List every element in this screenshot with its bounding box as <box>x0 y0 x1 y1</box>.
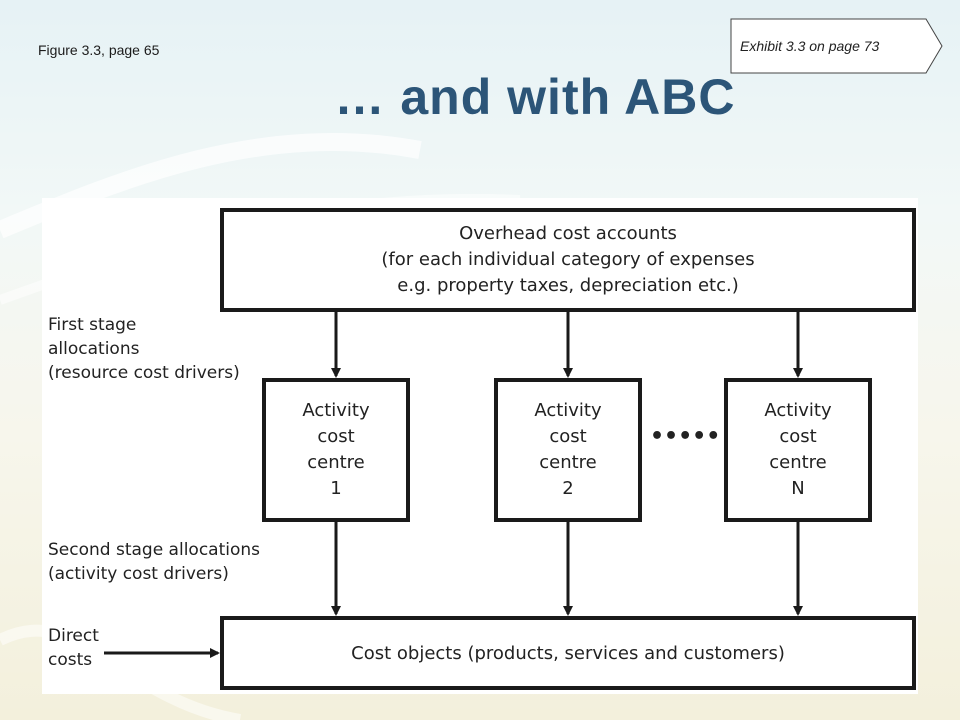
activity-label: centre <box>769 452 827 473</box>
activity-cost-centre-1: Activity cost centre 1 <box>262 378 410 522</box>
activity-cost-centre-n: Activity cost centre N <box>724 378 872 522</box>
activity-number: N <box>791 478 805 499</box>
first-stage-label: First stage allocations (resource cost d… <box>48 313 240 385</box>
exhibit-reference-text: Exhibit 3.3 on page 73 <box>740 38 880 54</box>
activity-label: cost <box>779 426 817 447</box>
overhead-line-3: e.g. property taxes, depreciation etc.) <box>397 275 739 296</box>
abc-diagram: Overhead cost accounts (for each individ… <box>42 198 918 694</box>
ellipsis-dots: ••••• <box>650 424 721 449</box>
second-stage-line-2: (activity cost drivers) <box>48 564 229 584</box>
cost-objects-box: Cost objects (products, services and cus… <box>220 616 916 690</box>
exhibit-reference-tag: Exhibit 3.3 on page 73 <box>730 18 944 74</box>
activity-label: Activity <box>302 400 370 421</box>
activity-label: centre <box>539 452 597 473</box>
activity-label: Activity <box>534 400 602 421</box>
overhead-line-2: (for each individual category of expense… <box>381 249 755 270</box>
activity-label: Activity <box>764 400 832 421</box>
direct-costs-line-1: Direct <box>48 626 99 646</box>
tag-shape-icon <box>730 18 943 74</box>
activity-label: centre <box>307 452 365 473</box>
first-stage-line-3: (resource cost drivers) <box>48 363 240 383</box>
activity-number: 1 <box>330 478 342 499</box>
activity-label: cost <box>317 426 355 447</box>
figure-reference: Figure 3.3, page 65 <box>38 42 160 58</box>
activity-cost-centre-2: Activity cost centre 2 <box>494 378 642 522</box>
first-stage-line-2: allocations <box>48 339 140 359</box>
cost-objects-label: Cost objects (products, services and cus… <box>351 642 785 664</box>
direct-costs-label: Direct costs <box>48 624 99 672</box>
overhead-cost-accounts-box: Overhead cost accounts (for each individ… <box>220 208 916 312</box>
slide-title: … and with ABC <box>334 69 736 125</box>
direct-costs-line-2: costs <box>48 650 93 670</box>
diagram-arrows <box>104 312 803 658</box>
overhead-line-1: Overhead cost accounts <box>459 223 677 244</box>
first-stage-line-1: First stage <box>48 315 137 335</box>
second-stage-line-1: Second stage allocations <box>48 540 261 560</box>
second-stage-label: Second stage allocations (activity cost … <box>48 538 260 586</box>
activity-number: 2 <box>562 478 574 499</box>
activity-label: cost <box>549 426 587 447</box>
